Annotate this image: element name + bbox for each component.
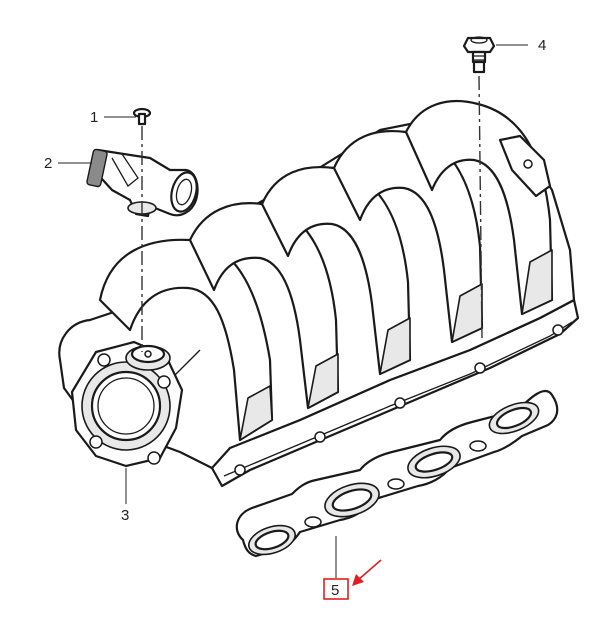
red-arrow-head: [352, 574, 364, 586]
callout-5-label: 5: [331, 582, 339, 599]
callout-leaders: [58, 44, 528, 578]
manifold-base-flange: [210, 298, 580, 488]
pcv-connector: [86, 148, 199, 218]
connector-boss: [125, 344, 171, 371]
red-arrow: [357, 559, 382, 581]
callout-2-label: 2: [44, 155, 52, 172]
intake-gasket: [235, 389, 559, 558]
throttle-body-flange: [70, 340, 184, 468]
assembly-center-lines: [141, 75, 483, 352]
callout-4-label: 4: [538, 37, 546, 54]
intake-runners: [98, 100, 554, 442]
callout-5-highlight: 5: [323, 559, 382, 600]
bolt-4: [462, 36, 496, 74]
manifold-rear-bracket: [498, 134, 552, 198]
callout-3-label: 3: [121, 507, 129, 524]
screw-1: [132, 107, 152, 126]
callout-5-box: [323, 578, 349, 600]
callout-1-label: 1: [90, 109, 98, 126]
